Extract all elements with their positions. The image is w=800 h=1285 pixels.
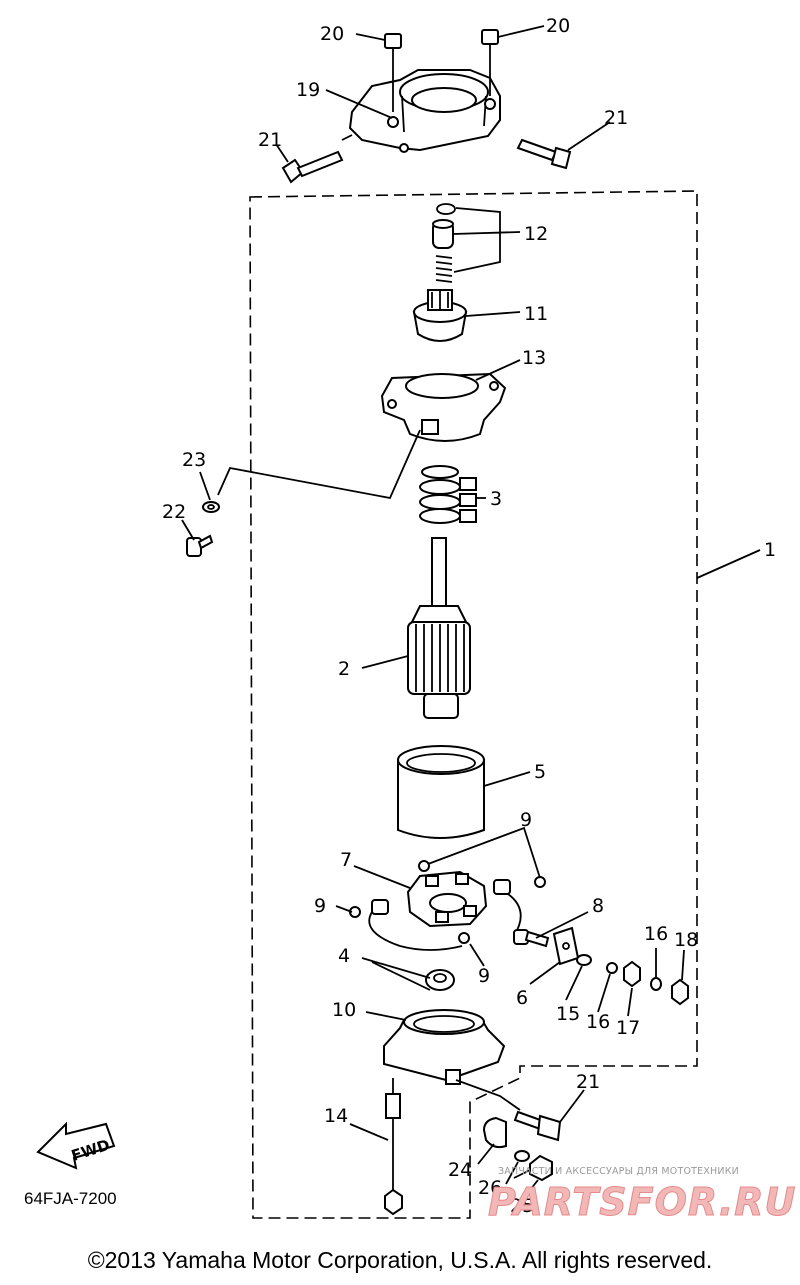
callout-12: 12 [524,223,548,245]
part-10-lower-cover[interactable] [383,1009,506,1085]
callout-20: 20 [320,23,344,45]
callout-21: 21 [576,1071,600,1093]
callout-4: 4 [338,945,350,967]
callout-2: 2 [338,658,350,680]
part-16-washer-2[interactable] [650,977,662,991]
part-9-clip-right[interactable] [534,876,546,888]
callout-6: 6 [516,987,528,1009]
part-21-bolt-right[interactable] [516,138,572,170]
callout-10: 10 [332,999,356,1021]
part-2-armature[interactable] [407,537,471,719]
callout-17: 17 [616,1017,640,1039]
part-4-bushing[interactable] [425,969,455,991]
fwd-arrow-icon: FWD [36,1121,116,1170]
callout-9: 9 [520,809,532,831]
part-15-washer[interactable] [576,954,592,966]
part-21-bolt-lower[interactable] [513,1110,562,1142]
callout-8: 8 [592,895,604,917]
lead-wire-upper [217,429,421,500]
lead-wire-lower [455,1079,521,1111]
watermark-logo: PARTSFOR.RU [487,1180,795,1230]
part-3-spring-stack[interactable] [419,465,477,524]
callout-15: 15 [556,1003,580,1025]
callout-11: 11 [524,303,548,325]
callout-1: 1 [764,539,776,561]
part-18-nut[interactable] [671,978,689,1006]
callout-22: 22 [162,501,186,523]
part-25-bolt[interactable] [513,1154,553,1182]
callout-26: 26 [478,1177,502,1199]
callout-14: 14 [324,1105,348,1127]
callout-24: 24 [448,1159,472,1181]
watermark-tagline: ЗАПЧАСТИ И АКСЕССУАРЫ ДЛЯ МОТОТЕХНИКИ [498,1166,739,1177]
part-9-clip-bottom[interactable] [458,932,470,944]
diagram-code: 64FJA-7200 [24,1189,117,1208]
part-7-brush-holder[interactable] [406,870,488,928]
part-12-clip-collar-spring[interactable] [432,203,456,283]
part-21-bolt-left[interactable] [281,150,344,184]
part-6-plate[interactable] [552,926,580,966]
callout-18: 18 [674,929,698,951]
watermark-logo-text: PARTSFOR.RU [487,1180,797,1225]
part-13-upper-cover[interactable] [380,372,507,442]
callout-7: 7 [340,849,352,871]
callout-labels: 20 20 19 21 21 12 11 13 23 3 22 1 2 5 9 … [162,15,776,1217]
part-20-bolt-left[interactable] [384,33,402,112]
part-14-through-bolt[interactable] [384,1078,403,1216]
callout-21: 21 [604,107,628,129]
part-26-washer[interactable] [514,1150,530,1162]
callout-20: 20 [546,15,570,37]
brush-right [493,879,511,895]
part-9-clip-top[interactable] [418,860,430,872]
part-17-nut[interactable] [623,960,641,988]
part-8-terminal-bolt[interactable] [513,929,550,948]
part-22-bolt[interactable] [186,534,214,557]
callout-21: 21 [258,129,282,151]
callout-9: 9 [314,895,326,917]
callout-19: 19 [296,79,320,101]
copyright-notice: ©2013 Yamaha Motor Corporation, U.S.A. A… [87,1247,713,1273]
part-5-yoke[interactable] [397,745,485,839]
part-11-drive-pinion[interactable] [412,289,468,342]
part-24-clamp[interactable] [482,1116,507,1149]
callout-16: 16 [644,923,668,945]
callout-5: 5 [534,761,546,783]
callout-3: 3 [490,488,502,510]
part-19-upper-bracket[interactable] [341,69,501,153]
callout-13: 13 [522,347,546,369]
part-16-washer[interactable] [606,962,618,974]
callout-25: 25 [510,1195,534,1217]
part-23-washer[interactable] [202,501,220,513]
assembly-boundary [249,190,698,1219]
brush-left [371,899,389,915]
callout-23: 23 [182,449,206,471]
callout-16: 16 [586,1011,610,1033]
callout-9: 9 [478,965,490,987]
leader-lines [181,25,761,1191]
